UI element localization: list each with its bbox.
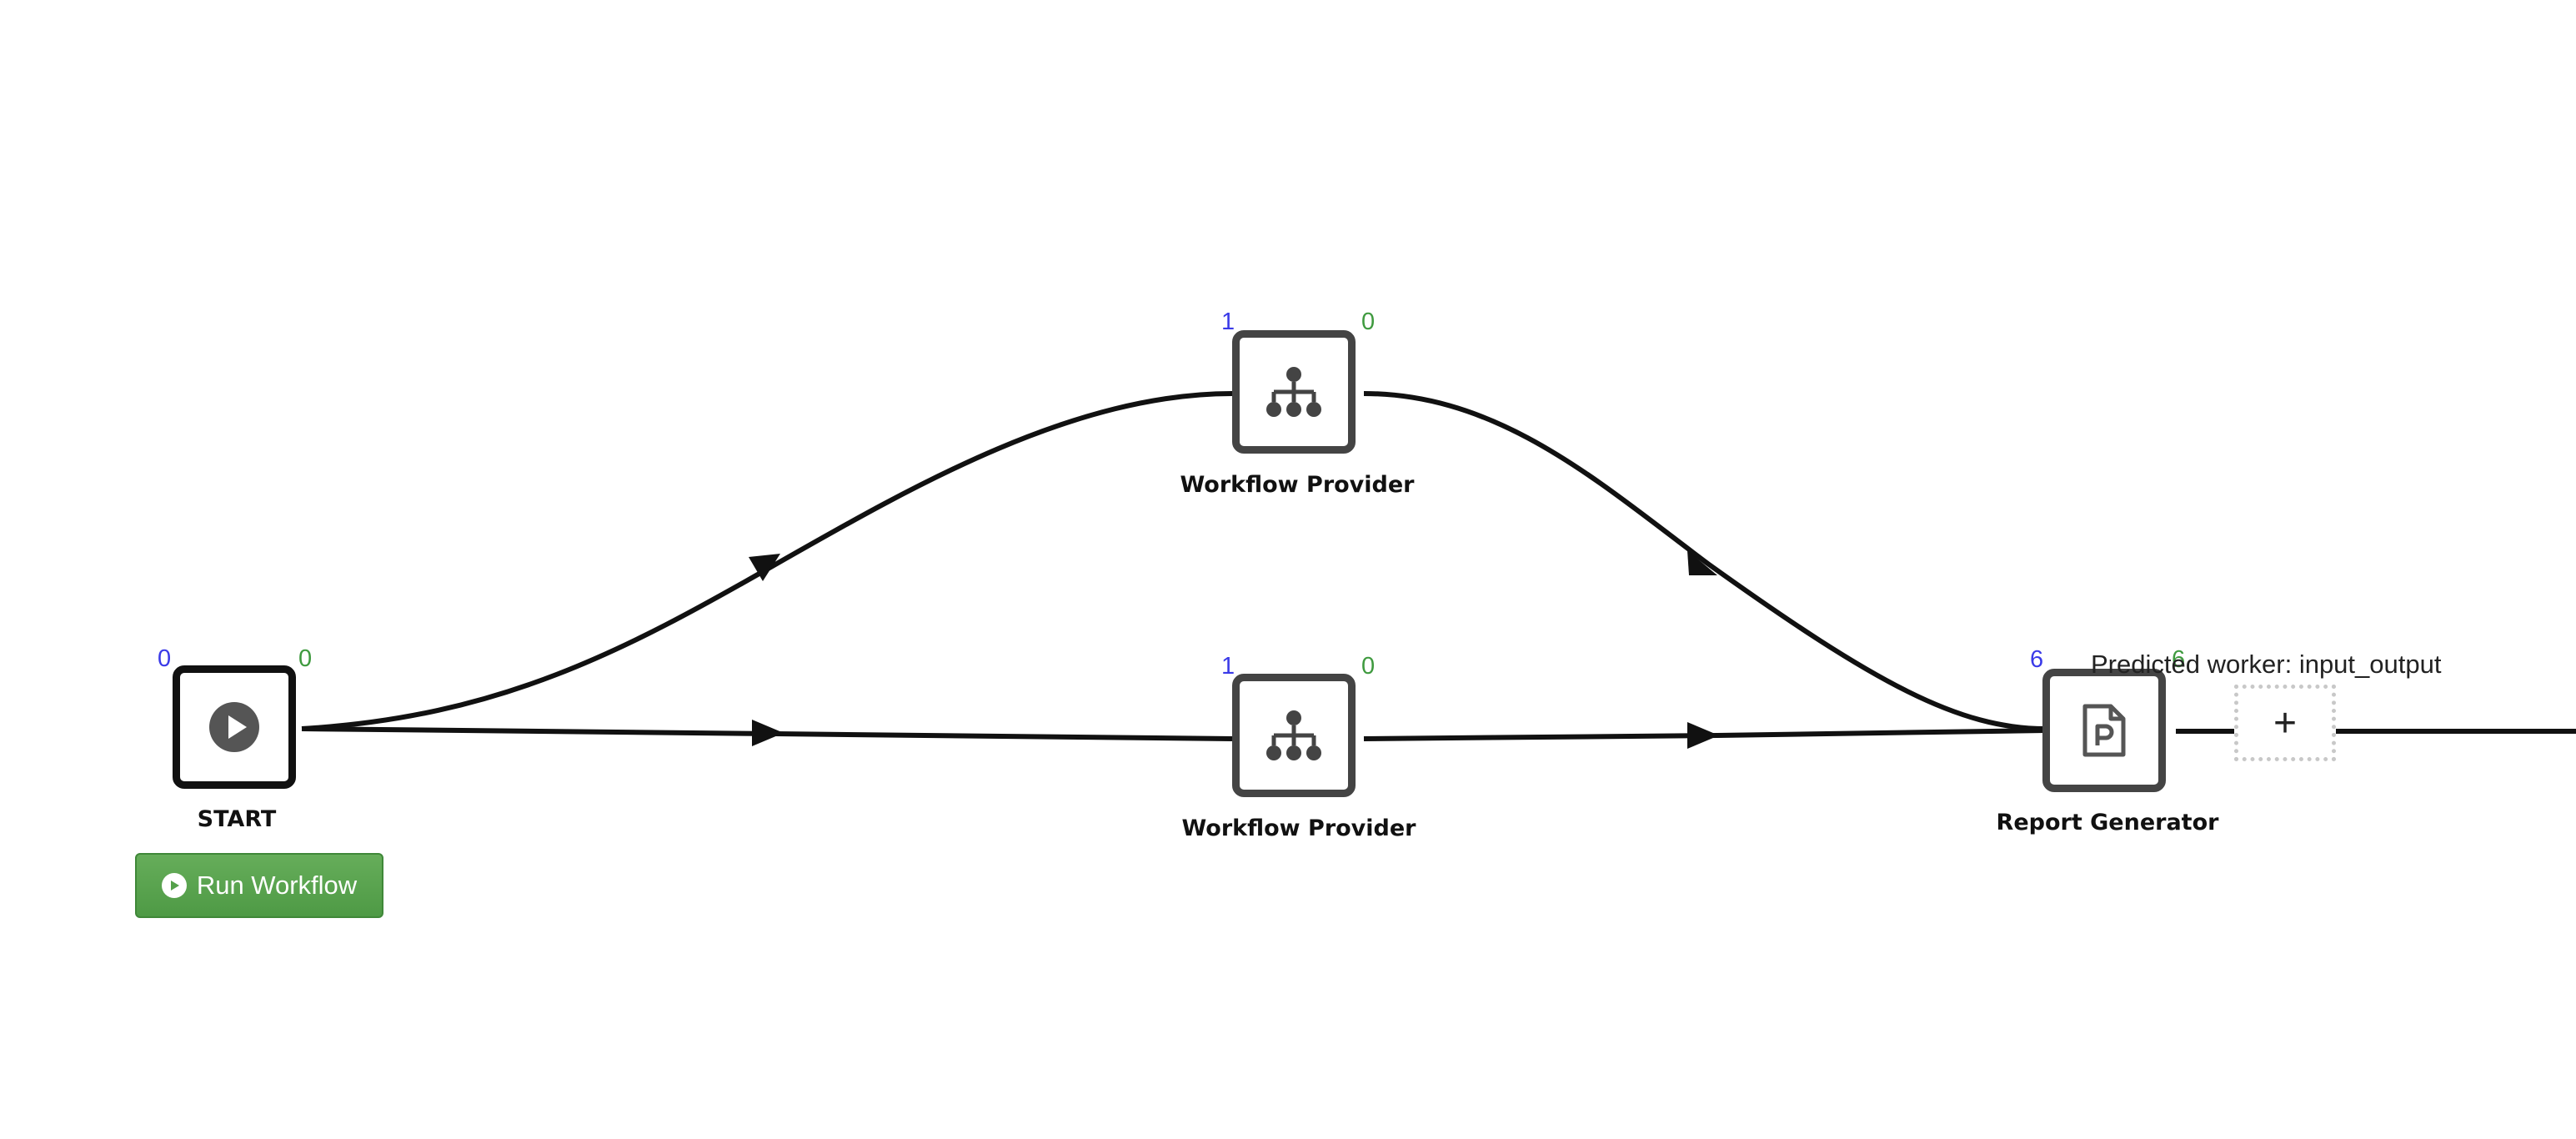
- predicted-worker-tooltip: Predicted worker: input_output: [2091, 650, 2442, 679]
- provider-top-input-count: 1: [1221, 309, 1235, 335]
- edge-provider-top-to-report[interactable]: [1363, 391, 2047, 731]
- edge-start-to-provider-top[interactable]: [301, 391, 1233, 731]
- start-node[interactable]: [173, 665, 296, 789]
- plus-icon: +: [2273, 700, 2298, 745]
- edge-arrow: [749, 554, 780, 581]
- report-generator-node[interactable]: [2042, 669, 2166, 792]
- report-generator-label: Report Generator: [1996, 810, 2219, 835]
- edge-arrow: [752, 720, 784, 746]
- start-output-count: 0: [298, 645, 313, 672]
- play-circle-icon: [209, 702, 259, 752]
- provider-bottom-input-count: 1: [1221, 653, 1235, 680]
- add-node-button[interactable]: +: [2234, 685, 2336, 761]
- report-input-count: 6: [2030, 646, 2044, 673]
- workflow-provider-node-top[interactable]: [1232, 330, 1356, 454]
- play-circle-icon: [161, 873, 187, 898]
- report-output-count: 6: [2172, 646, 2186, 673]
- start-input-count: 0: [158, 645, 172, 672]
- run-workflow-button[interactable]: Run Workflow: [135, 853, 383, 918]
- start-node-label: START: [197, 806, 277, 832]
- sitemap-icon: [1266, 367, 1321, 417]
- workflow-provider-bottom-label: Workflow Provider: [1181, 815, 1416, 841]
- edge-arrow: [1687, 550, 1717, 575]
- edge-arrow: [1687, 722, 1719, 749]
- run-workflow-label: Run Workflow: [196, 871, 358, 900]
- provider-top-output-count: 0: [1361, 309, 1376, 335]
- sitemap-icon: [1266, 710, 1321, 760]
- workflow-provider-node-bottom[interactable]: [1232, 674, 1356, 797]
- provider-bottom-output-count: 0: [1361, 653, 1376, 680]
- workflow-provider-top-label: Workflow Provider: [1180, 472, 1415, 498]
- file-powerpoint-icon: [2082, 704, 2126, 757]
